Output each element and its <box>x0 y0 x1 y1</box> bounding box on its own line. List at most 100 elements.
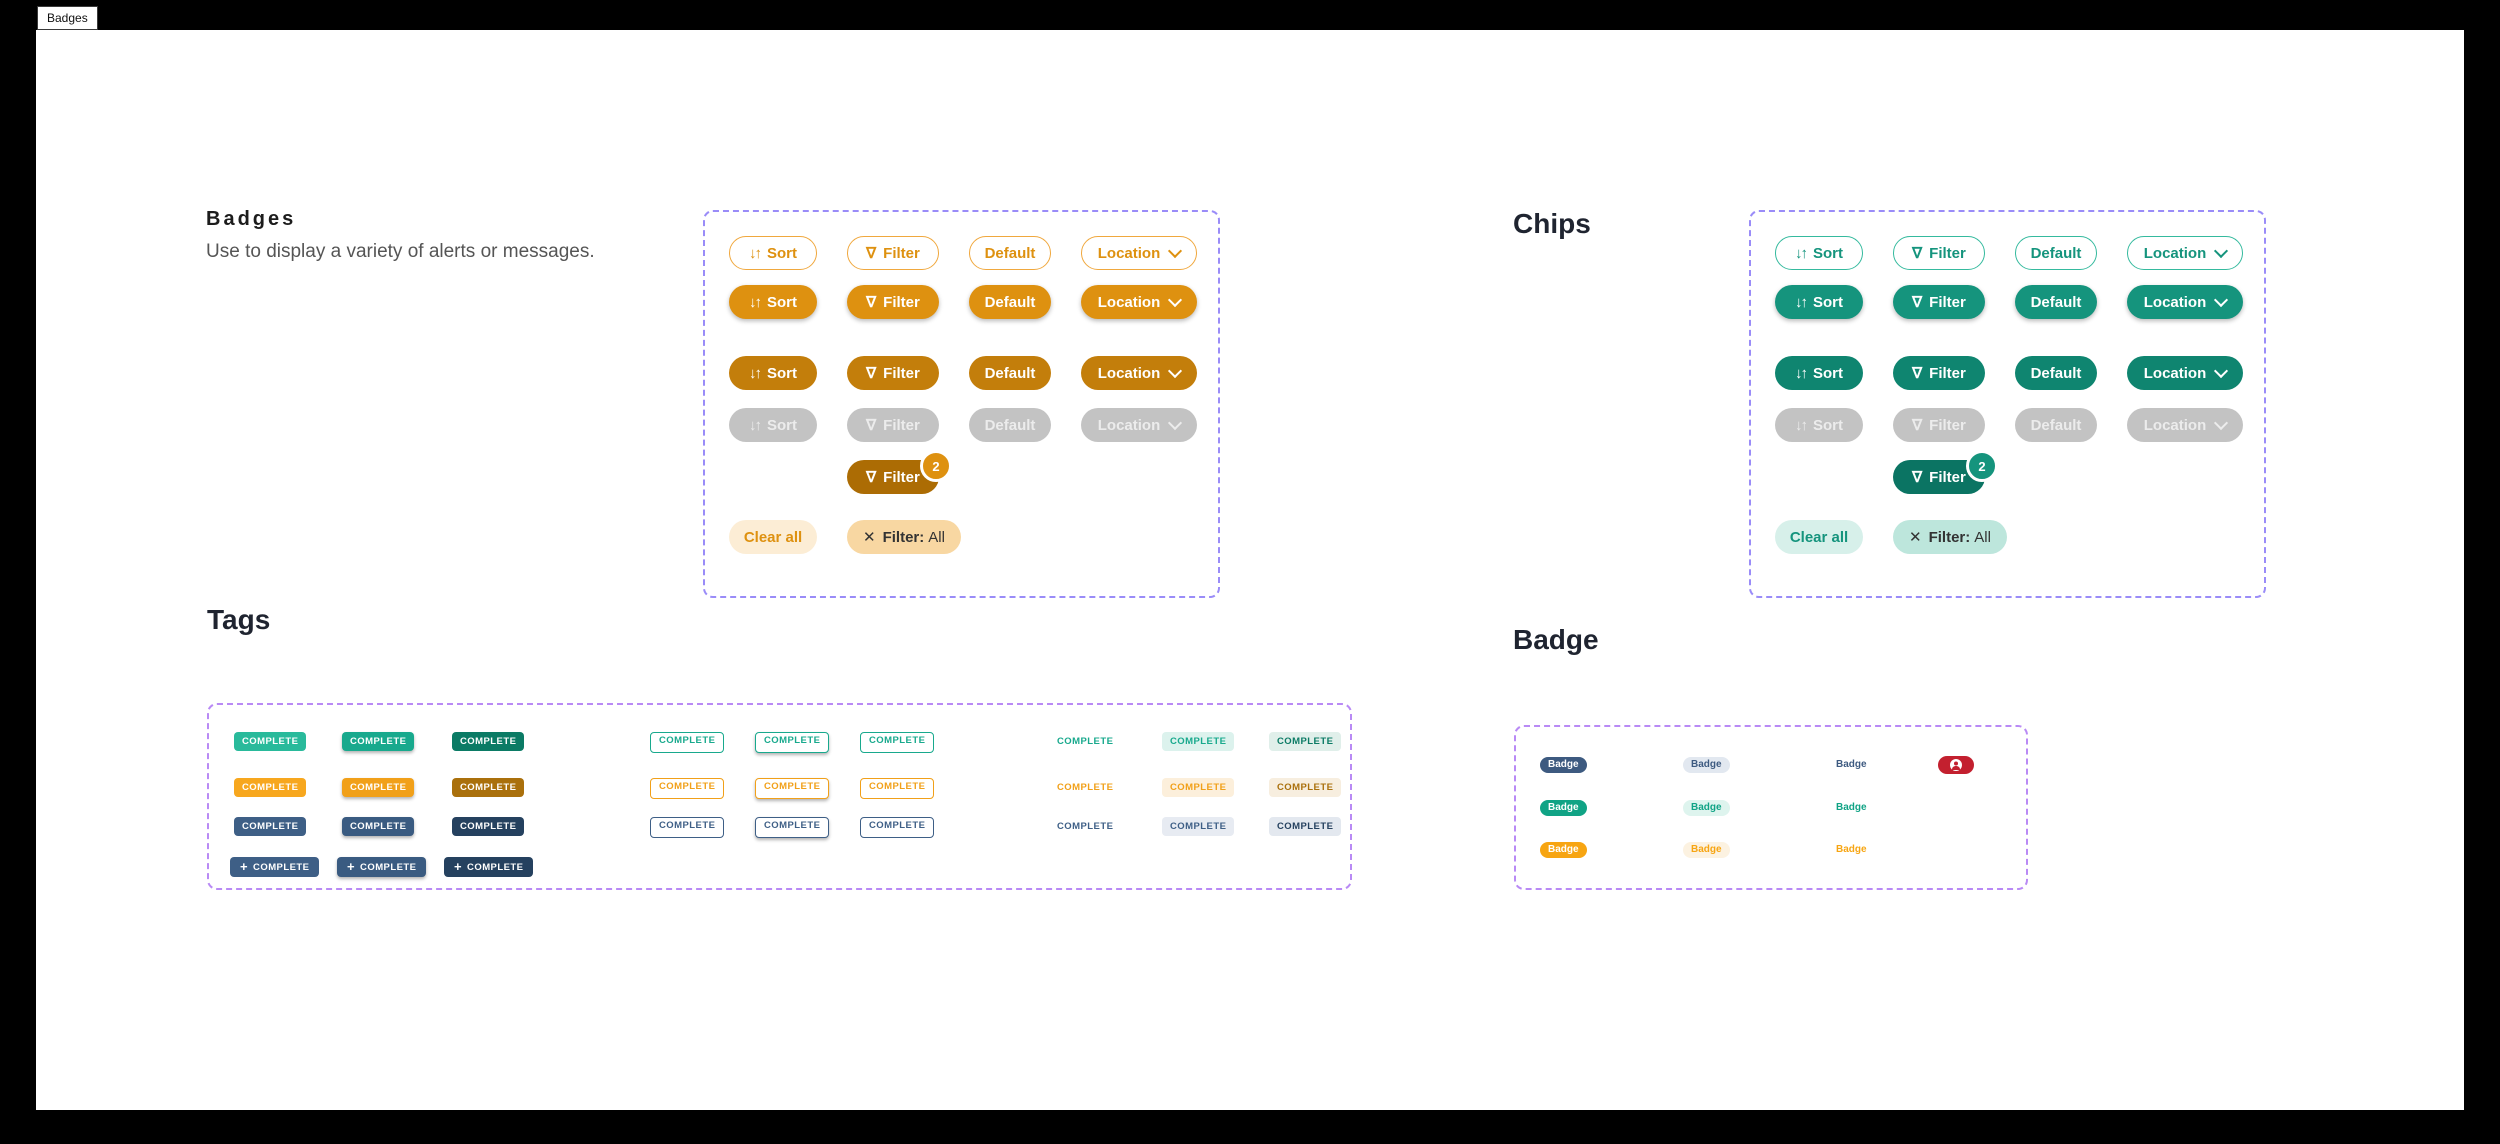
tag-navy-filled-dark[interactable]: COMPLETE <box>452 817 525 836</box>
tag-navy-filled-light[interactable]: COMPLETE <box>234 817 307 836</box>
tag-orange-outline-light[interactable]: COMPLETE <box>650 778 725 799</box>
sort-icon: ↓↑ <box>749 244 762 262</box>
count-badge: 2 <box>1966 450 1998 482</box>
badges-tab[interactable]: Badges <box>37 6 98 30</box>
filter-chip-disabled: ∇Filter <box>847 408 939 442</box>
tag-teal-outline-dark[interactable]: COMPLETE <box>860 732 935 753</box>
tag-teal-outline-light[interactable]: COMPLETE <box>650 732 725 753</box>
tag-navy-soft-dark[interactable]: COMPLETE <box>1269 817 1342 836</box>
tag-navy-outline-dark[interactable]: COMPLETE <box>860 817 935 838</box>
location-chip-pressed[interactable]: Location <box>1081 356 1197 390</box>
chips-demo-panel: ↓↑Sort ∇Filter Default Location ↓↑Sort ∇… <box>1749 210 2266 598</box>
badge-title: Badge <box>1513 624 1599 655</box>
default-chip-pressed[interactable]: Default <box>969 356 1051 390</box>
location-chip-filled[interactable]: Location <box>1081 285 1197 319</box>
badges-title: Badges <box>206 208 297 230</box>
tag-orange-soft-dark[interactable]: COMPLETE <box>1269 778 1342 797</box>
location-chip-pressed[interactable]: Location <box>2127 356 2243 390</box>
filter-chip-pressed[interactable]: ∇Filter <box>1893 356 1985 390</box>
tag-orange-filled-medium[interactable]: COMPLETE <box>342 778 415 797</box>
filter-chip-filled[interactable]: ∇Filter <box>847 285 939 319</box>
close-icon: ✕ <box>1909 529 1922 546</box>
sort-icon: ↓↑ <box>749 293 762 311</box>
filter-chip-outline[interactable]: ∇Filter <box>1893 236 1985 270</box>
filter-chip-outline[interactable]: ∇Filter <box>847 236 939 270</box>
tag-orange-soft[interactable]: COMPLETE <box>1162 778 1235 797</box>
sort-chip-pressed[interactable]: ↓↑Sort <box>1775 356 1863 390</box>
tag-teal-filled-light[interactable]: COMPLETE <box>234 732 307 751</box>
sort-icon: ↓↑ <box>1795 364 1808 382</box>
filter-icon: ∇ <box>866 417 877 434</box>
tag-navy-outline-medium[interactable]: COMPLETE <box>755 817 830 838</box>
tag-teal-filled-dark[interactable]: COMPLETE <box>452 732 525 751</box>
badge-teal-filled[interactable]: Badge <box>1540 800 1587 816</box>
badge-teal-soft[interactable]: Badge <box>1683 800 1730 816</box>
sort-chip-pressed[interactable]: ↓↑Sort <box>729 356 817 390</box>
chevron-down-icon <box>1168 415 1183 430</box>
badge-navy-ghost[interactable]: Badge <box>1836 759 1867 770</box>
add-tag-button-light[interactable]: +COMPLETE <box>230 857 320 877</box>
default-chip-pressed[interactable]: Default <box>2015 356 2097 390</box>
tag-navy-outline-light[interactable]: COMPLETE <box>650 817 725 838</box>
filter-all-chip[interactable]: ✕Filter:All <box>847 520 961 554</box>
badge-orange-soft[interactable]: Badge <box>1683 842 1730 858</box>
sort-icon: ↓↑ <box>1795 293 1808 311</box>
badge-navy-soft[interactable]: Badge <box>1683 757 1730 773</box>
badge-orange-ghost[interactable]: Badge <box>1836 844 1867 855</box>
tag-navy-ghost[interactable]: COMPLETE <box>1057 821 1114 832</box>
tag-orange-outline-dark[interactable]: COMPLETE <box>860 778 935 799</box>
clear-all-button[interactable]: Clear all <box>729 520 817 554</box>
location-chip-outline[interactable]: Location <box>1081 236 1197 270</box>
filter-icon: ∇ <box>866 294 877 311</box>
add-tag-button-medium[interactable]: +COMPLETE <box>337 857 427 877</box>
badge-navy-filled[interactable]: Badge <box>1540 757 1587 773</box>
tag-navy-filled-medium[interactable]: COMPLETE <box>342 817 415 836</box>
sort-chip-outline[interactable]: ↓↑Sort <box>729 236 817 270</box>
sort-icon: ↓↑ <box>1795 416 1808 434</box>
chevron-down-icon <box>1168 292 1183 307</box>
sort-icon: ↓↑ <box>749 416 762 434</box>
default-chip-filled[interactable]: Default <box>2015 285 2097 319</box>
chevron-down-icon <box>2214 415 2229 430</box>
tag-orange-ghost[interactable]: COMPLETE <box>1057 782 1114 793</box>
filter-all-chip[interactable]: ✕Filter:All <box>1893 520 2007 554</box>
add-tag-button-dark[interactable]: +COMPLETE <box>444 857 534 877</box>
clear-all-button[interactable]: Clear all <box>1775 520 1863 554</box>
filter-icon: ∇ <box>1912 245 1923 262</box>
tag-orange-outline-medium[interactable]: COMPLETE <box>755 778 830 799</box>
chevron-down-icon <box>2214 243 2229 258</box>
tag-orange-filled-dark[interactable]: COMPLETE <box>452 778 525 797</box>
chevron-down-icon <box>1168 243 1183 258</box>
filter-icon: ∇ <box>1912 294 1923 311</box>
sort-chip-filled[interactable]: ↓↑Sort <box>1775 285 1863 319</box>
tag-teal-soft-dark[interactable]: COMPLETE <box>1269 732 1342 751</box>
chevron-down-icon <box>1168 363 1183 378</box>
tag-navy-soft[interactable]: COMPLETE <box>1162 817 1235 836</box>
filter-chip-filled[interactable]: ∇Filter <box>1893 285 1985 319</box>
location-chip-outline[interactable]: Location <box>2127 236 2243 270</box>
tag-teal-ghost[interactable]: COMPLETE <box>1057 736 1114 747</box>
default-chip-outline[interactable]: Default <box>2015 236 2097 270</box>
chevron-down-icon <box>2214 363 2229 378</box>
default-chip-filled[interactable]: Default <box>969 285 1051 319</box>
tag-teal-filled-medium[interactable]: COMPLETE <box>342 732 415 751</box>
badge-teal-ghost[interactable]: Badge <box>1836 802 1867 813</box>
count-badge: 2 <box>920 450 952 482</box>
tags-title: Tags <box>207 604 271 635</box>
close-icon: ✕ <box>863 529 876 546</box>
location-chip-disabled: Location <box>1081 408 1197 442</box>
default-chip-outline[interactable]: Default <box>969 236 1051 270</box>
location-chip-filled[interactable]: Location <box>2127 285 2243 319</box>
tag-teal-soft[interactable]: COMPLETE <box>1162 732 1235 751</box>
filter-chip-pressed[interactable]: ∇Filter <box>847 356 939 390</box>
sort-chip-outline[interactable]: ↓↑Sort <box>1775 236 1863 270</box>
badge-red-icon[interactable] <box>1938 756 1974 774</box>
tag-teal-outline-medium[interactable]: COMPLETE <box>755 732 830 753</box>
plus-icon: + <box>240 859 249 874</box>
badge-orange-filled[interactable]: Badge <box>1540 842 1587 858</box>
sort-chip-filled[interactable]: ↓↑Sort <box>729 285 817 319</box>
tag-orange-filled-light[interactable]: COMPLETE <box>234 778 307 797</box>
chips-title: Chips <box>1513 208 1591 239</box>
